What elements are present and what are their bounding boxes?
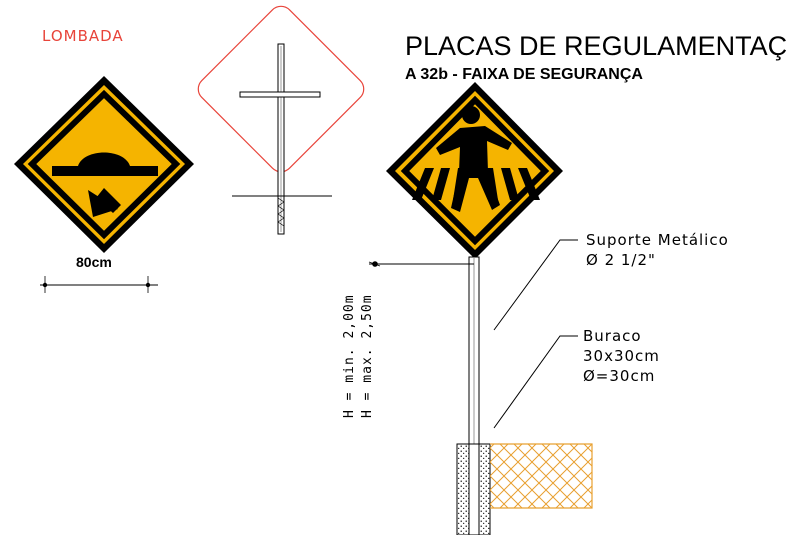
hole-note-line3: Ø=30cm [583, 367, 655, 385]
lombada-label: LOMBADA [42, 27, 124, 45]
height-max-label: H = max. 2,50m [360, 294, 375, 418]
support-note-line1: Suporte Metálico [586, 231, 729, 249]
leader-lines [493, 239, 578, 429]
sign-back-view [197, 5, 365, 235]
height-min-label: H = min. 2,00m [342, 294, 357, 418]
page-title: PLACAS DE REGULAMENTAÇÃO [405, 30, 787, 61]
soil-section [490, 443, 593, 509]
page-subtitle: A 32b - FAIXA DE SEGURANÇA [405, 66, 643, 83]
pedestrian-icon [436, 106, 512, 212]
bump-icon [52, 152, 158, 176]
width-dimension-label: 80cm [76, 254, 112, 270]
support-note-line2: Ø 2 1/2" [586, 251, 656, 269]
pedestrian-crossing-sign [386, 82, 563, 259]
speed-bump-sign [14, 76, 194, 253]
hole-note-line2: 30x30cm [583, 347, 660, 365]
width-dimension-line [40, 276, 158, 293]
post-foundation [456, 443, 491, 535]
down-left-arrow-icon [88, 188, 121, 217]
height-reference-line [368, 261, 474, 267]
hole-note-line1: Buraco [583, 327, 642, 345]
